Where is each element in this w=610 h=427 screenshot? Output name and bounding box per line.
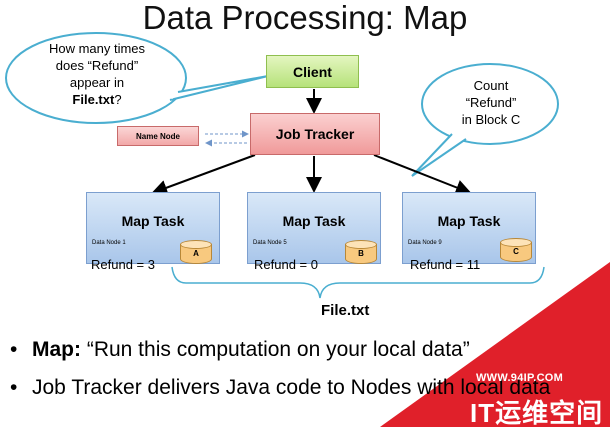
callout-right-bubble [411,63,559,177]
watermark-logo: IT运维空间 [470,398,604,427]
map-task-3: Map Task Data Node 9 [402,192,536,264]
refund-count-1: Refund = 3 [91,257,155,272]
data-node-label: Data Node 9 [408,240,442,246]
callout-left-bubble [5,32,269,124]
data-block-b-cylinder-icon: B [345,240,377,266]
file-label: File.txt [321,302,370,319]
bullet-jobtracker: •Job Tracker delivers Java code to Nodes… [10,376,551,399]
file-brace [171,266,545,299]
callout-right-text: Count “Refund” in Block C [461,78,521,127]
data-node-label: Data Node 5 [253,240,287,246]
map-task-label: Map Task [437,213,501,229]
refund-count-2: Refund = 0 [254,257,318,272]
name-node-box: Name Node [117,126,199,146]
refund-count-3: Refund = 11 [410,257,481,272]
map-task-label: Map Task [121,213,185,229]
watermark-banner [380,262,610,427]
callout-left-file: File.txt [72,92,115,107]
data-block-c-cylinder-icon: C [500,238,532,264]
watermark-url: WWW.94IP.COM [476,372,564,384]
slide-title: Data Processing: Map [142,0,468,36]
client-box: Client [266,55,359,88]
bullet-map: •Map: “Run this computation on your loca… [10,338,470,361]
data-block-a-cylinder-icon: A [180,240,212,266]
map-task-label: Map Task [282,213,346,229]
data-node-label: Data Node 1 [92,240,126,246]
callout-left-text: How many times does “Refund” appear in F… [48,41,146,107]
map-task-1: Map Task Data Node 1 [86,192,220,264]
arrow-jobtracker-to-maptask-1 [151,154,256,196]
arrow-jobtracker-to-maptask-3 [373,154,472,196]
job-tracker-box: Job Tracker [250,113,380,155]
